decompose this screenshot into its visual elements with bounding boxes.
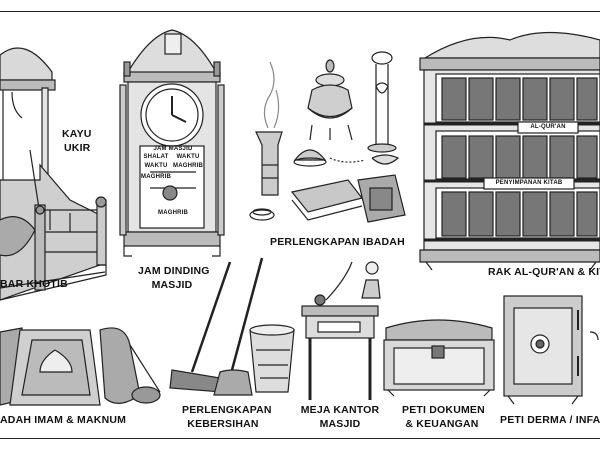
- waktu-label-2: WAKTU: [144, 163, 168, 169]
- alquran-sign: AL-QUR'AN: [530, 124, 566, 130]
- label-meja-2: MASJID: [319, 418, 361, 430]
- shalat-label: SHALAT: [143, 154, 169, 160]
- waktu-label-1: WAKTU: [176, 154, 200, 160]
- kitab-sign: PENYIMPANAN KITAB: [495, 180, 563, 186]
- label-kayu-2: UKIR: [64, 142, 91, 154]
- label-meja-1: MEJA KANTOR: [300, 404, 380, 416]
- bottom-border: [0, 438, 600, 439]
- maghrib-label-2: MAGHRIB: [141, 174, 172, 180]
- ibadah-illustration: [249, 51, 406, 223]
- cleaning-illustration: [169, 257, 295, 396]
- rugs-illustration: [0, 327, 161, 406]
- maghrib-label-3: MAGHRIB: [158, 210, 189, 216]
- clock-plate-label: JAM MASJID: [153, 146, 193, 152]
- label-peti-derma: PETI DERMA / INFAK: [500, 414, 600, 426]
- label-ibadah: PERLENGKAPAN IBADAH: [270, 236, 405, 248]
- label-peti-dokumen-2: & KEUANGAN: [405, 418, 479, 430]
- maghrib-label-1: MAGHRIB: [173, 163, 204, 169]
- label-kebersihan-2: KEBERSIHAN: [187, 418, 259, 430]
- bookshelf-illustration: [419, 31, 600, 271]
- label-jam-1: JAM DINDING: [138, 265, 210, 277]
- label-peti-dokumen-1: PETI DOKUMEN: [402, 404, 485, 416]
- desk-illustration: [301, 261, 381, 400]
- label-rak: RAK AL-QUR'AN & KITA: [488, 266, 600, 278]
- mimbar-illustration: [0, 47, 107, 301]
- chest-illustration: [383, 319, 495, 397]
- label-mimbar: BAR KHOTIB: [0, 278, 68, 290]
- clock-illustration: [119, 29, 225, 257]
- label-jam-2: MASJID: [151, 279, 193, 291]
- label-kebersihan-1: PERLENGKAPAN: [182, 404, 272, 416]
- safe-illustration: [503, 295, 599, 405]
- label-kayu-1: KAYU: [62, 128, 92, 140]
- label-sajadah: ADAH IMAM & MAKNUM: [0, 414, 127, 426]
- top-border: [0, 11, 600, 12]
